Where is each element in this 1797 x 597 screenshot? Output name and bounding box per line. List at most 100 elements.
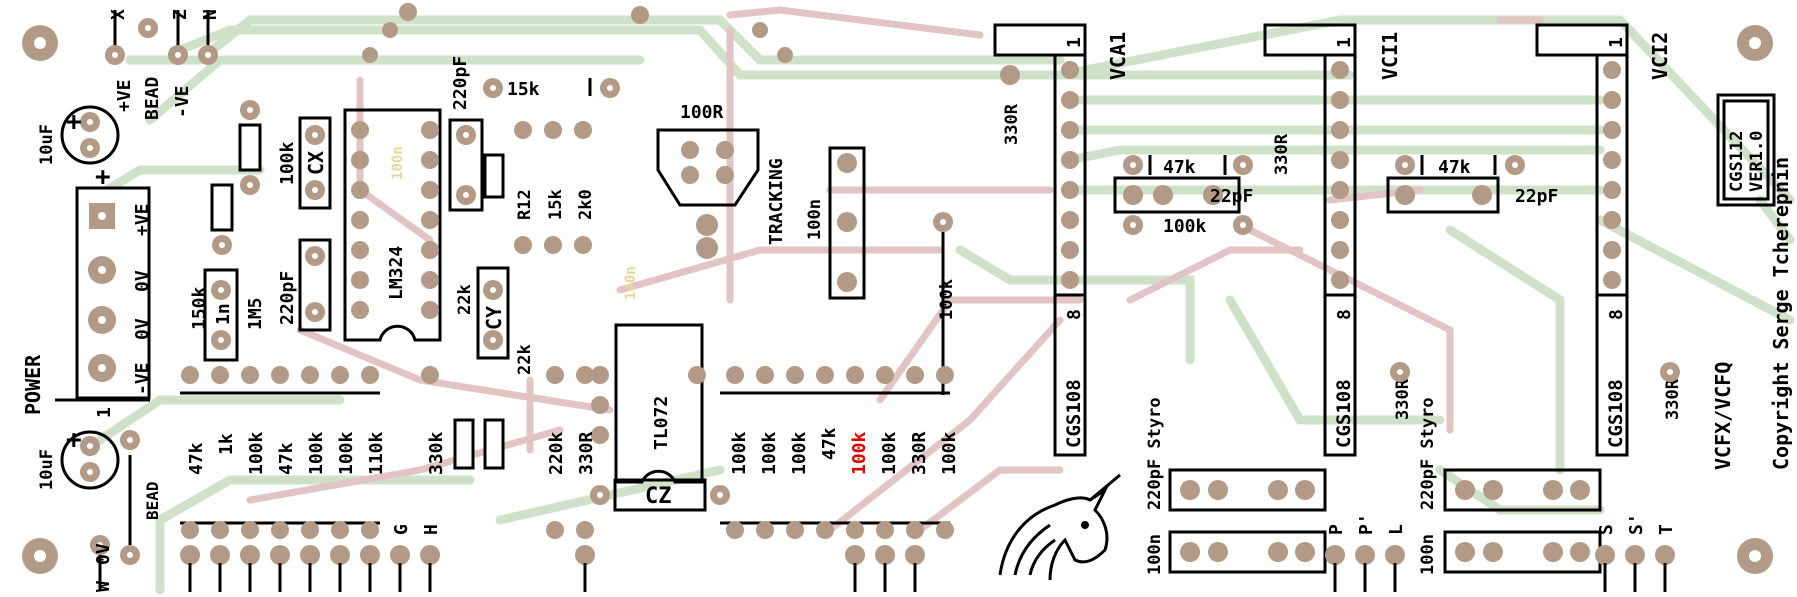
connector-w-label: W <box>93 581 114 592</box>
bottom-traces <box>246 6 1544 534</box>
styro-b-label: 220pF Styro <box>1418 397 1438 510</box>
power-section: + 10uF + +VE 0V 0V -VE 1 POWER + 10uF BE… <box>21 105 162 545</box>
r-bank-left-0: 47k <box>186 442 207 475</box>
lm324-bypass-label: 100n <box>390 146 406 180</box>
svg-text:+: + <box>66 107 82 137</box>
r-330r-l-label: 330R <box>1393 378 1413 420</box>
tracking-label: TRACKING <box>766 158 787 245</box>
vci2-label: VCI2 <box>1648 32 1672 80</box>
unicorn-logo <box>998 473 1121 581</box>
r-bank-h: 330k <box>426 431 447 475</box>
bottom-resistors-mid: 100k 100k 100k 47k 100k 100k 330R 100k <box>720 391 960 525</box>
connector-s-label: S <box>1596 524 1617 535</box>
header-vca1: 1 CGS108 8 VCA1 330R <box>993 23 1130 457</box>
r-15k-label: 15k <box>546 189 566 220</box>
connector-p-label: P <box>1326 524 1347 535</box>
r-22k-b-label: 22k <box>515 344 535 375</box>
styro-caps: 220pF Styro 100n 220pF Styro 100n 330R 3… <box>1145 362 1683 575</box>
vci-rc-cluster: 47k 22pF <box>1386 155 1558 214</box>
vca1-pin1: 1 <box>1064 37 1085 48</box>
connector-x-label: X <box>108 9 129 20</box>
left-components: 100k CX 220pF 1n 150k 1M5 LM324 100n 2 <box>189 56 957 512</box>
r-bank-left-6: 110k <box>366 431 387 475</box>
top-traces <box>85 15 1795 595</box>
vca-rc-cluster: 47k 22pF 100k <box>1113 155 1253 237</box>
top-left-connectors: X Z N +VE -VE BEAD <box>105 9 221 120</box>
cap-bottom-label: 10uF <box>37 449 57 490</box>
power-pin-pos: +VE <box>132 203 153 236</box>
r-330r-vci1-label: 330R <box>1272 133 1292 175</box>
c-22pf-a-label: 22pF <box>1210 186 1253 207</box>
power-header-label: POWER <box>21 354 45 415</box>
r-bank-mid-5: 100k <box>879 431 900 475</box>
r-2k0-label: 2k0 <box>576 189 596 220</box>
bead-top-label: BEAD <box>142 76 163 120</box>
cgs108-c-label: CGS108 <box>1605 379 1627 448</box>
connector-h-label: H <box>421 524 442 535</box>
header-vci2: 1 CGS108 8 VCI2 <box>1535 23 1672 457</box>
mounting-holes <box>22 25 1773 574</box>
power-pin-0v-a: 0V <box>132 270 153 292</box>
r-1m5-label: 1M5 <box>245 297 266 330</box>
r-bank-mid-6: 330R <box>909 431 930 475</box>
power-pin-0v-b: 0V <box>132 318 153 340</box>
lm324-outline <box>343 108 442 342</box>
styro-b-100n-label: 100n <box>1418 534 1438 575</box>
r-330r-vca-label: 330R <box>1002 103 1022 145</box>
bottom-resistors-left: 47k 1k 100k 47k 100k 100k 110k 330k 220k… <box>180 391 597 525</box>
board-id: CGS112 VER1.0 VCFX/VCFQ Copyright Serge … <box>1711 93 1793 470</box>
header-pads <box>1061 61 1621 289</box>
connector-p-prime-label: P' <box>1356 513 1377 535</box>
styro-a-label: 220pF Styro <box>1145 397 1165 510</box>
cap-top-label: 10uF <box>37 124 57 165</box>
rail-neg-label: -VE <box>172 85 193 118</box>
vci1-label: VCI1 <box>1378 32 1402 80</box>
r-bank-mid-0: 100k <box>729 431 750 475</box>
cgs108-b-label: CGS108 <box>1333 379 1355 448</box>
connector-n-label: N <box>200 9 221 20</box>
connector-0v-label: 0V <box>93 543 114 565</box>
cz-outline <box>613 478 707 512</box>
connector-z-label: Z <box>170 9 191 20</box>
r-bank-j-1: 330R <box>576 431 597 475</box>
r-bank-left-1: 1k <box>216 433 237 455</box>
c-22pf-b-label: 22pF <box>1515 186 1558 207</box>
header-vci1: 1 CGS108 8 VCI1 330R <box>1263 23 1402 457</box>
top-vias <box>362 3 1020 85</box>
trim-label: 100R <box>680 102 724 123</box>
vci2-pin8: 8 <box>1606 309 1627 320</box>
r-330r-t-label: 330R <box>1663 378 1683 420</box>
r-bank-mid-3: 47k <box>819 427 840 460</box>
cgs108-a-label: CGS108 <box>1063 379 1085 448</box>
board-id-box <box>1716 93 1776 207</box>
tl072-label: TL072 <box>651 396 672 450</box>
cap-100n-mid-label: 100n <box>805 199 825 240</box>
cap-bottom-outline <box>60 430 120 490</box>
tl072-bypass-label: 100n <box>623 266 639 300</box>
r12-label: R12 <box>515 189 535 220</box>
vca1-pin8: 8 <box>1064 309 1085 320</box>
r-47k-b-label: 47k <box>1438 157 1471 178</box>
connector-l-label: L <box>1386 524 1407 535</box>
r-bank-mid-4-highlighted: 100k <box>849 431 870 475</box>
vci2-pin1: 1 <box>1606 37 1627 48</box>
power-pin1-marker: 1 <box>94 407 115 418</box>
r-bank-left-2: 100k <box>246 431 267 475</box>
r-bank-left-4: 100k <box>306 431 327 475</box>
vci1-pin1: 1 <box>1334 37 1355 48</box>
product-label: VCFX/VCFQ <box>1711 362 1735 470</box>
c-220pf-top-label: 220pF <box>450 56 471 110</box>
r-100k-top-label: 100k <box>277 141 298 185</box>
cap-1n-label: 1n <box>213 303 234 325</box>
cy-label: CY <box>482 306 506 330</box>
r-bank-mid-1: 100k <box>759 431 780 475</box>
copyright-label: Copyright Serge Tcherepnin <box>1769 157 1793 470</box>
bead-bottom-label: BEAD <box>143 481 162 520</box>
cx-outline <box>298 116 332 210</box>
connector-s-prime-label: S' <box>1626 513 1647 535</box>
r-22k-a-label: 22k <box>455 284 475 315</box>
power-pin-neg: -VE <box>132 362 153 395</box>
cap-top-outline <box>60 105 120 165</box>
styro-a-100n-label: 100n <box>1145 534 1165 575</box>
